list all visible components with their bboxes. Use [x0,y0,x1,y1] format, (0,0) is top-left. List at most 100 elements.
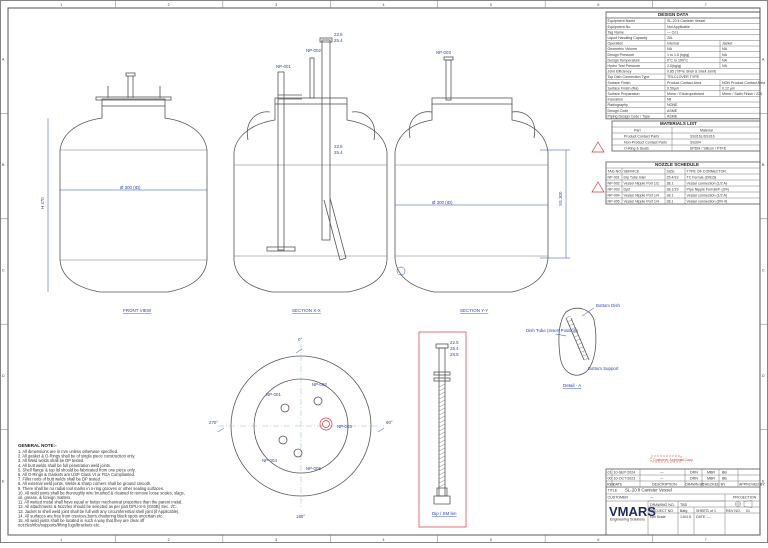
title-cell: PROJECT NO. [650,509,674,513]
section-hatch [583,357,590,361]
revision-cell: DRN [690,470,698,474]
front-top-flange [101,98,166,107]
revision-cell: 01 [608,470,612,474]
plan-nozzle-hole [313,396,323,406]
design-row-value: 0.50µm [667,86,679,90]
design-row-value: 0°C to 100°C [667,58,688,62]
company-logo: VMARS [609,504,656,519]
title-cell: 1:6/3.5 [680,515,691,519]
revision-cell: MBR [707,470,715,474]
section-hatch [569,323,575,326]
title-cell: SHEET [696,509,709,513]
plan-view: 0° 90° 180° 270° NP-001 NP-002 NP-003 NP… [209,337,393,519]
section-hatch [438,403,446,408]
revision-link[interactable]: Customer Approval Copy [653,458,693,462]
front-nozzle-cap [125,72,136,77]
border-column-label: 5 [490,3,492,7]
material-header: Part [634,128,641,132]
section-hatch [438,463,446,468]
nozzle-schedule-title: NOZZLE SCHEDULE [655,162,699,167]
detail-callout: Bottom Dish [596,303,620,308]
secx-dim: 25.4 [334,38,343,43]
note-line: 14. All surfaces are free from crevices,… [18,513,163,518]
section-hatch [582,353,588,357]
revision-header: APPROVED BY [739,482,765,486]
company-logo-sub: Engineering Solutions [610,518,645,522]
nozzle-header: SIZE [667,169,676,173]
border-column-label: 3 [275,538,277,542]
section-hatch [438,431,446,436]
material-part: Non-Product Contact Parts [624,140,667,144]
secy-detail-marker [396,266,406,276]
section-hatch [570,327,576,330]
revision-header: CHECKED BY [702,482,726,486]
section-hatch [438,479,446,484]
plan-nozzle-label: NP-004 [262,458,277,463]
design-row-label: Top Dish Connection Type [608,75,650,79]
projection-symbol-icon [735,501,741,507]
note-line: 10. All weld joints shall be thoroughly … [18,490,185,495]
section-hatch [438,439,446,444]
material-list-title: MATERIALS LIST [660,121,697,126]
section-hatch [438,447,446,452]
plan-nozzle-hole [293,448,303,458]
border-column-label: 4 [383,3,385,7]
note-line: 8. All external weld joints, Welds & sha… [18,481,151,486]
material-part: Product Contact Parts [624,134,659,138]
border-row-label: A [2,58,5,62]
detail-callout: Bottom Support [588,366,619,371]
material-value: SS304 [690,140,701,144]
secy-shell [394,104,549,293]
design-row-label: Equipment No. [608,25,632,29]
title-cell: 1 of 1 [707,509,716,513]
section-hatch [438,387,446,392]
plan-nozzle-label: NP-002 [312,382,327,387]
note-line: 11. All wetted metal shall have equal or… [18,500,182,505]
border-column-label: 1 [60,538,62,542]
section-hatch [438,459,446,464]
note-line: nozzles/ribs/supports/lifting lugs/brack… [18,523,100,528]
design-row-value: ASME [667,114,678,118]
border-row-label: C [2,269,5,273]
nozzle-table-frame [605,161,761,205]
dip-tube-detail: 22.5 25.4 28.5 Dip / SM len [418,331,467,528]
material-part: O-Ring & Seals [624,146,649,150]
design-row-extra: 0.12 µm [722,86,735,90]
section-hatch [438,391,446,396]
border-row-label: C [762,269,765,273]
nozzle-cell: Vessel Nipple Port 1/4 [624,199,659,203]
detail-a-label: Detail - A [563,383,581,388]
section-hatch [438,407,446,412]
note-line: 1. All dimensions are in mm unless other… [18,449,118,454]
general-notes: GENERAL NOTE:- 1. All dimensions are in … [18,443,185,528]
border-column-label: 4 [383,538,385,542]
note-line: 9. There shall be no radial tool marks i… [18,486,164,491]
section-hatch [579,346,585,349]
note-line: oil, grease, & foreign matters. [18,495,71,500]
title-label: TITLE [608,489,618,493]
revision-triangle-icon [591,181,605,193]
plan-highlighted-nozzle [319,417,333,431]
section-hatch [438,435,446,440]
front-width-dimension: Ø 300 (ID) [120,185,141,190]
border-row-label: B [2,163,5,167]
revision-cell: — [660,476,664,480]
dip-tube-detail-frame [418,331,467,528]
revision-header: DESCRIPTION [652,482,677,486]
front-view-label: FRONT VIEW [123,308,152,313]
secx-dip-tube-center [321,39,331,241]
nozzle-header: TYPE OF CONNECTOR [687,169,727,173]
section-hatch [438,383,446,388]
section-hatch [565,315,572,319]
inner-border [7,7,761,536]
plan-nozzle-hole [280,403,290,413]
customer-label: CUSTOMER [608,496,629,500]
design-row-label: Liquid Handling Capacity [608,36,648,40]
secx-dim: 25.4 [334,150,343,155]
border-column-label: 7 [705,538,707,542]
drawing-title: SL-20 lt Canister Vessel [625,488,672,493]
border-column-label: 3 [275,3,277,7]
dip-tube-label: Dip / SM len [432,511,457,516]
